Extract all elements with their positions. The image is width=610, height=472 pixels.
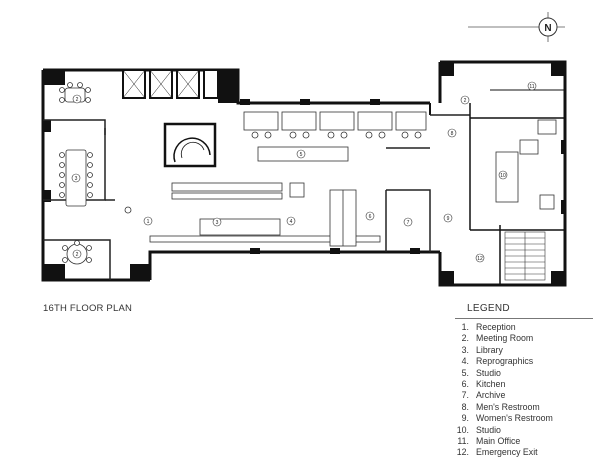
svg-text:4: 4 (290, 219, 293, 225)
room-tag-4: 4 (286, 216, 296, 226)
legend-item: 3.Library (461, 344, 503, 355)
elevator-core (122, 69, 219, 99)
room-tag-9: 9 (443, 213, 453, 223)
legend-item: 12.Emergency Exit (456, 447, 538, 458)
workstations-top (243, 111, 427, 139)
legend-item: 10.Studio (456, 424, 501, 435)
legend-list: 1.Reception 2.Meeting Room 3.Library 4.R… (455, 322, 553, 459)
interior-walls (43, 114, 470, 280)
svg-text:12: 12 (477, 256, 483, 262)
legend-item: 2.Meeting Room (461, 333, 534, 344)
plan-title: 16TH FLOOR PLAN (43, 303, 133, 314)
room-tag-3b: 3 (212, 217, 222, 227)
svg-text:8: 8 (451, 131, 454, 137)
compass-label: N (544, 23, 551, 34)
svg-text:3: 3 (75, 176, 78, 182)
legend-item: 4.Reprographics (461, 356, 534, 367)
room-tag-7: 7 (403, 217, 413, 227)
legend-divider (455, 318, 593, 319)
room-tag-10: 10 (498, 170, 508, 180)
legend-item: 6.Kitchen (461, 379, 506, 390)
reprographics-counters (124, 182, 381, 247)
room-number-tags: 1 2 2 3 3 4 5 6 7 8 9 10 11 12 2 (71, 81, 537, 263)
svg-text:2: 2 (76, 252, 79, 258)
room-tag-12: 12 (475, 253, 485, 263)
room-tag-6: 6 (365, 211, 375, 221)
legend-item: 5.Studio (461, 367, 501, 378)
svg-text:1: 1 (147, 219, 150, 225)
legend-item: 7.Archive (461, 390, 506, 401)
svg-text:7: 7 (407, 220, 410, 226)
structural-columns (43, 70, 420, 280)
svg-text:5: 5 (300, 152, 303, 158)
spiral-stair (163, 122, 217, 168)
legend-item: 11.Main Office (457, 436, 521, 447)
east-wing-columns (440, 62, 565, 285)
north-arrow-icon: N (468, 12, 565, 42)
room-tag-2b: 2 (72, 249, 82, 259)
legend-item: 1.Reception (461, 322, 516, 332)
legend-item: 8.Men's Restroom (461, 401, 540, 412)
room-tag-3: 3 (71, 173, 81, 183)
studio-10-furniture (495, 119, 557, 210)
legend-title: LEGEND (467, 303, 510, 314)
svg-text:2: 2 (76, 97, 79, 103)
room-tag-8: 8 (447, 128, 457, 138)
room-tag-2c: 2 (460, 95, 470, 105)
legend-item: 9.Women's Restroom (461, 413, 553, 424)
svg-text:6: 6 (369, 214, 372, 220)
svg-text:9: 9 (447, 216, 450, 222)
room-tag-5: 5 (296, 149, 306, 159)
room-tag-11: 11 (527, 81, 537, 91)
room-tag-2a: 2 (72, 94, 82, 104)
emergency-stair (504, 231, 546, 281)
svg-text:10: 10 (500, 173, 506, 179)
svg-text:3: 3 (216, 220, 219, 226)
svg-text:11: 11 (529, 84, 534, 90)
svg-text:2: 2 (464, 98, 467, 104)
room-tag-1: 1 (143, 216, 153, 226)
